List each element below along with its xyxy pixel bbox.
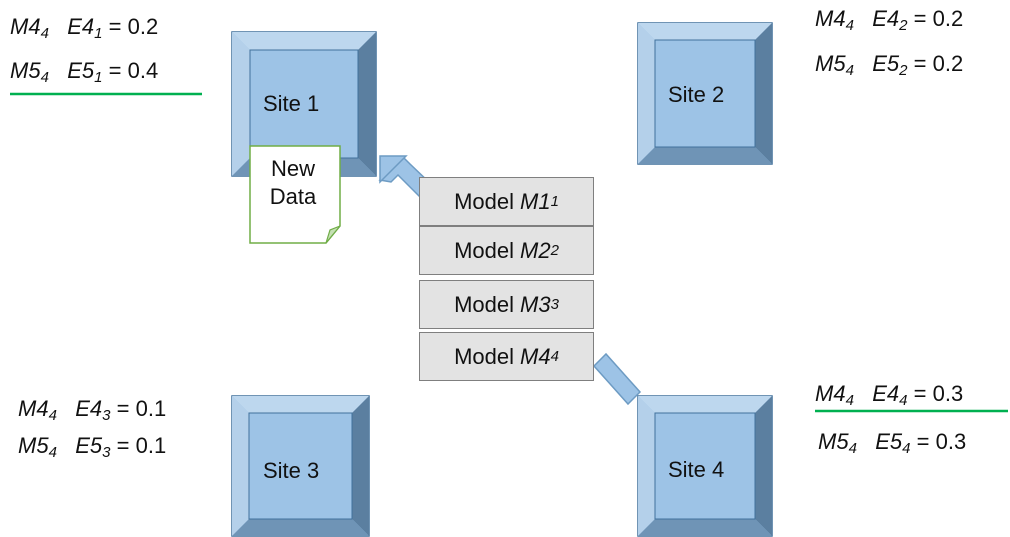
site3-score-row-2: M54 E53 = 0.1 (18, 433, 167, 461)
new-data-line2: Data (269, 184, 317, 209)
new-data-line1: New (270, 156, 315, 181)
arrow-from-site4 (592, 352, 642, 406)
site-3-box (231, 395, 370, 537)
site-4-label: Site 4 (668, 457, 725, 482)
site4-score-row-2: M54 E54 = 0.3 (818, 429, 967, 457)
site-2-box (637, 22, 773, 165)
site3-score-row-1: M44 E43 = 0.1 (18, 396, 167, 424)
new-data-label: New Data (250, 155, 336, 211)
new-data-note (249, 145, 341, 244)
site-1-label: Site 1 (263, 91, 320, 116)
site-3-label: Site 3 (263, 458, 320, 483)
site-1-box (231, 31, 377, 177)
site1-score-row-2: M54 E51 = 0.4 (10, 58, 159, 86)
site-4-box (637, 395, 773, 537)
site2-score-row-2: M54 E52 = 0.2 (815, 51, 964, 79)
site2-score-row-1: M44 E42 = 0.2 (815, 6, 964, 34)
site-2-label: Site 2 (668, 82, 725, 107)
site4-score-row-1: M44 E44 = 0.3 (815, 381, 964, 409)
site1-score-row-1: M44 E41 = 0.2 (10, 14, 159, 42)
